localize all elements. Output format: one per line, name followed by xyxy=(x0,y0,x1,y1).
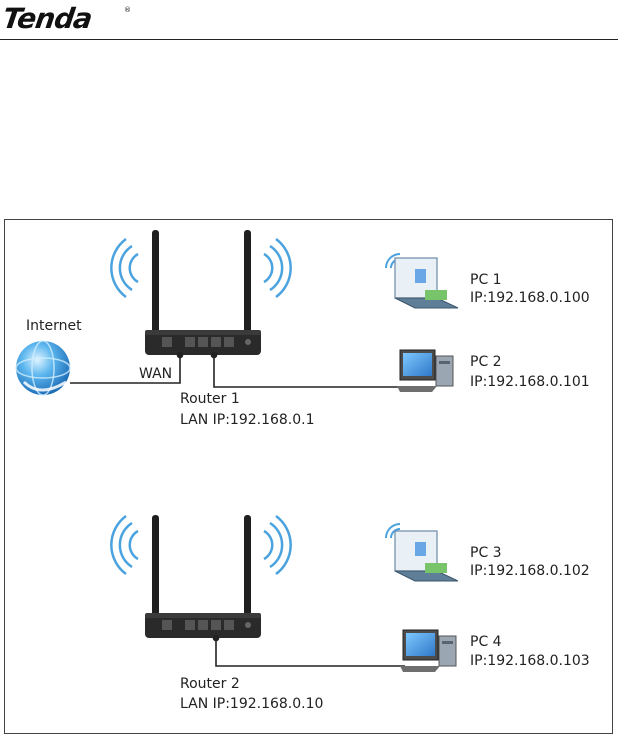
pc-1-ip: IP:192.168.0.100 xyxy=(470,290,590,307)
wifi-waves-icon xyxy=(264,239,291,297)
desktop-icon xyxy=(397,350,453,392)
pc-4-name: PC 4 xyxy=(470,634,502,651)
laptop-icon xyxy=(386,524,458,581)
lan-cable-pc4 xyxy=(216,638,405,666)
internet-label: Internet xyxy=(26,318,82,335)
wifi-waves-icon xyxy=(264,516,291,574)
router-1-name: Router 1 xyxy=(180,391,240,408)
router-1-lan-ip: LAN IP:192.168.0.1 xyxy=(180,412,315,429)
desktop-icon xyxy=(400,630,456,672)
pc-2-ip: IP:192.168.0.101 xyxy=(470,374,590,391)
pc-3-ip: IP:192.168.0.102 xyxy=(470,563,590,580)
pc-4-ip: IP:192.168.0.103 xyxy=(470,653,590,670)
router-1 xyxy=(111,230,290,355)
pc-3-name: PC 3 xyxy=(470,545,502,562)
wifi-waves-icon xyxy=(111,239,138,297)
laptop-icon xyxy=(386,254,458,308)
router-2-lan-ip: LAN IP:192.168.0.10 xyxy=(180,696,323,713)
router-2 xyxy=(111,515,290,638)
router-2-name: Router 2 xyxy=(180,676,240,693)
internet-globe-icon xyxy=(16,341,70,395)
pc-1-name: PC 1 xyxy=(470,272,502,289)
lan-cable-pc2 xyxy=(214,355,400,387)
pc-2-name: PC 2 xyxy=(470,354,502,371)
wan-label: WAN xyxy=(139,366,172,383)
wifi-waves-icon xyxy=(111,516,138,574)
